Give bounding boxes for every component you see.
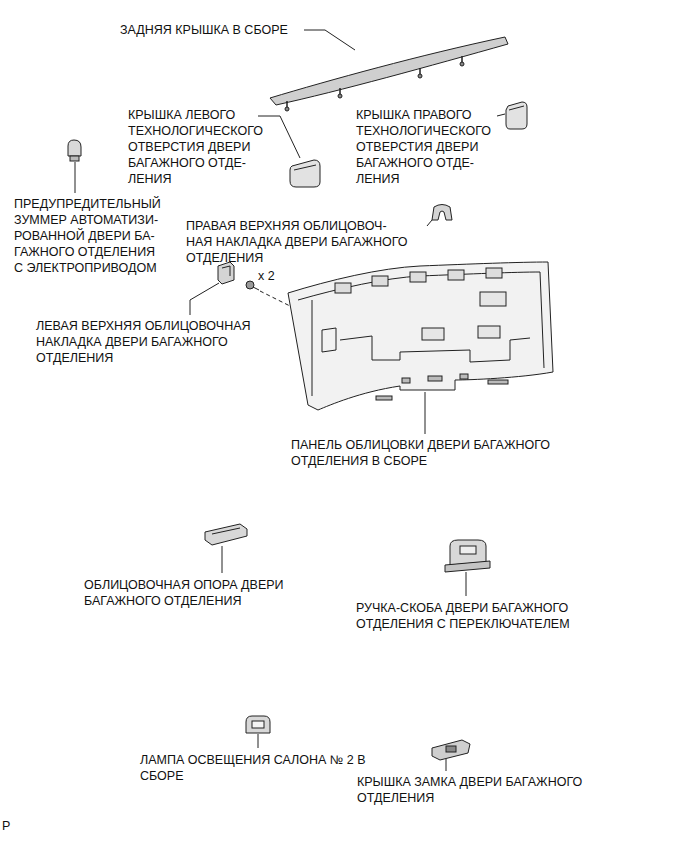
figure-code: P <box>2 818 10 834</box>
quantity-label: x 2 <box>258 268 275 284</box>
part-label: ЛАМПА ОСВЕЩЕНИЯ САЛОНА № 2 В СБОРЕ <box>140 752 380 784</box>
leader-line <box>258 734 259 748</box>
part-label: ПРАВАЯ ВЕРХНЯЯ ОБЛИЦОВОЧ- НАЯ НАКЛАДКА Д… <box>186 218 408 266</box>
interior-lamp <box>246 716 270 733</box>
left-upper-trim <box>218 262 234 284</box>
trim-support <box>205 524 247 545</box>
leader-line <box>75 162 76 193</box>
part-label: КРЫШКА ЛЕВОГО ТЕХНОЛОГИЧЕСКОГО ОТВЕРСТИЯ… <box>128 107 263 187</box>
leader-line <box>222 546 223 573</box>
leader-line <box>446 759 447 771</box>
leader-line <box>258 116 300 158</box>
part-label: РУЧКА-СКОБА ДВЕРИ БАГАЖНОГО ОТДЕЛЕНИЯ С … <box>356 600 570 632</box>
buzzer <box>68 140 81 161</box>
right-upper-trim <box>432 205 452 221</box>
leader-line <box>190 283 219 315</box>
part-label: ЛЕВАЯ ВЕРХНЯЯ ОБЛИЦОВОЧНАЯ НАКЛАДКА ДВЕР… <box>36 318 251 366</box>
trim-panel <box>288 262 553 410</box>
leader-line <box>425 392 426 434</box>
leader-line <box>304 30 355 50</box>
part-label: ПАНЕЛЬ ОБЛИЦОВКИ ДВЕРИ БАГАЖНОГО ОТДЕЛЕН… <box>291 437 550 469</box>
right-hole-cover <box>506 102 527 129</box>
screw <box>246 281 259 290</box>
rear-cover <box>270 37 508 111</box>
part-label: ЗАДНЯЯ КРЫШКА В СБОРЕ <box>120 22 288 38</box>
leader-line <box>427 220 432 226</box>
lock-cover <box>432 740 470 760</box>
left-hole-cover <box>290 160 320 187</box>
part-label: ОБЛИЦОВОЧНАЯ ОПОРА ДВЕРИ БАГАЖНОГО ОТДЕЛ… <box>84 577 284 609</box>
leader-line <box>466 572 467 596</box>
leader-line <box>497 114 505 116</box>
part-label: КРЫШКА ЗАМКА ДВЕРИ БАГАЖНОГО ОТДЕЛЕНИЯ <box>357 774 582 806</box>
part-label: ПРЕДУПРЕДИТЕЛЬНЫЙ ЗУММЕР АВТОМАТИЗИ- РОВ… <box>14 196 161 276</box>
part-label: КРЫШКА ПРАВОГО ТЕХНОЛОГИЧЕСКОГО ОТВЕРСТИ… <box>356 107 491 187</box>
door-handle <box>445 540 490 572</box>
